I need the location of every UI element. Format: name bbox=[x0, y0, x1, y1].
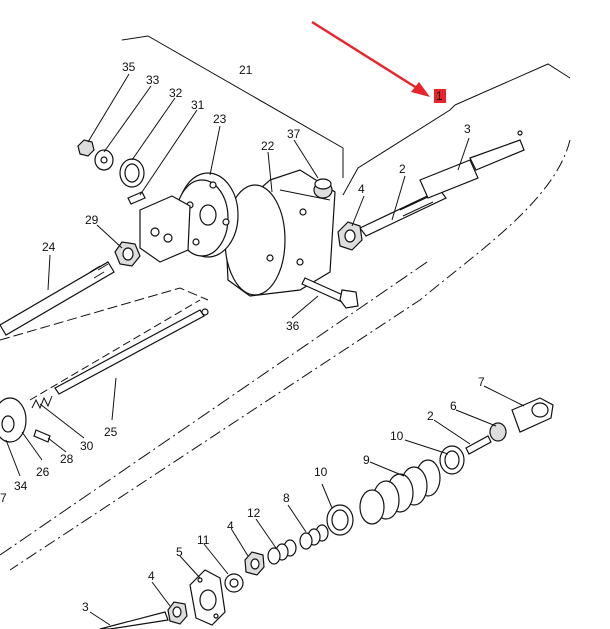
label-37: 37 bbox=[287, 127, 301, 141]
part-9-bellows bbox=[359, 459, 441, 525]
frame-lines bbox=[0, 35, 571, 571]
part-33-washer bbox=[94, 149, 114, 171]
label-25: 25 bbox=[104, 425, 118, 439]
part-29-nut bbox=[114, 241, 141, 267]
label-4-mid: 4 bbox=[227, 519, 234, 533]
part-8-spring bbox=[299, 524, 329, 550]
label-35: 35 bbox=[122, 60, 136, 74]
label-11: 11 bbox=[197, 533, 210, 547]
part-37-plug bbox=[313, 178, 333, 199]
label-21: 21 bbox=[239, 63, 253, 77]
part-10-ring-upper bbox=[439, 445, 465, 475]
part-labels: 35 33 32 31 21 23 37 22 3 2 4 29 24 36 2… bbox=[0, 60, 485, 614]
label-8: 8 bbox=[283, 491, 290, 505]
label-10-lower: 10 bbox=[314, 465, 328, 479]
label-31: 31 bbox=[191, 98, 205, 112]
leader-lines bbox=[5, 73, 525, 626]
label-30: 30 bbox=[80, 439, 94, 453]
callout-1-label: 1 bbox=[436, 89, 443, 103]
part-30-spring bbox=[31, 395, 53, 410]
part-4-nut-bottom bbox=[167, 601, 188, 625]
label-29: 29 bbox=[85, 213, 99, 227]
label-36: 36 bbox=[286, 319, 300, 333]
part-3-rod bbox=[419, 130, 525, 199]
label-4-bottom: 4 bbox=[148, 569, 155, 583]
callout-1-box bbox=[434, 89, 446, 103]
label-28: 28 bbox=[60, 452, 74, 466]
part-35-nut bbox=[77, 139, 95, 157]
label-9: 9 bbox=[363, 453, 370, 467]
part-10-ring-lower bbox=[326, 504, 354, 536]
label-23: 23 bbox=[213, 112, 227, 126]
part-25-shaft bbox=[54, 308, 209, 395]
label-2-top: 2 bbox=[399, 162, 406, 176]
part-11-washer bbox=[224, 573, 244, 593]
part-12-spring bbox=[267, 539, 297, 565]
part-7-rod-end bbox=[511, 397, 554, 433]
label-34: 34 bbox=[14, 479, 28, 493]
part-4-nut bbox=[337, 221, 363, 251]
label-32: 32 bbox=[169, 86, 183, 100]
label-22: 22 bbox=[261, 139, 275, 153]
red-arrow bbox=[311, 20, 430, 97]
label-26: 26 bbox=[36, 465, 50, 479]
part-24-shaft bbox=[0, 261, 115, 336]
label-7-right: 7 bbox=[478, 375, 485, 389]
label-3-top: 3 bbox=[464, 122, 471, 136]
part-3-rod-bottom bbox=[99, 611, 169, 629]
part-4-nut-lower bbox=[244, 551, 265, 576]
part-5-flange bbox=[189, 569, 226, 626]
label-2-bottom: 2 bbox=[427, 409, 434, 423]
part-28-pin bbox=[33, 429, 51, 443]
label-6: 6 bbox=[450, 399, 457, 413]
label-33: 33 bbox=[146, 73, 160, 87]
label-4-top: 4 bbox=[358, 182, 365, 196]
label-12: 12 bbox=[247, 506, 261, 520]
label-10-upper: 10 bbox=[390, 429, 404, 443]
label-24: 24 bbox=[42, 240, 56, 254]
part-26-flange bbox=[0, 397, 27, 443]
part-2-bolt bbox=[359, 189, 447, 237]
part-36-bolt bbox=[301, 277, 359, 309]
part-22-housing bbox=[224, 169, 336, 297]
part-6-nut bbox=[489, 422, 507, 442]
label-5: 5 bbox=[176, 545, 183, 559]
label-3-bottom: 3 bbox=[82, 600, 89, 614]
label-7-left: 7 bbox=[0, 491, 7, 505]
part-32-ring bbox=[119, 158, 145, 188]
part-block bbox=[139, 195, 191, 263]
part-2-stud bbox=[465, 435, 492, 455]
part-31-pin bbox=[127, 191, 146, 205]
